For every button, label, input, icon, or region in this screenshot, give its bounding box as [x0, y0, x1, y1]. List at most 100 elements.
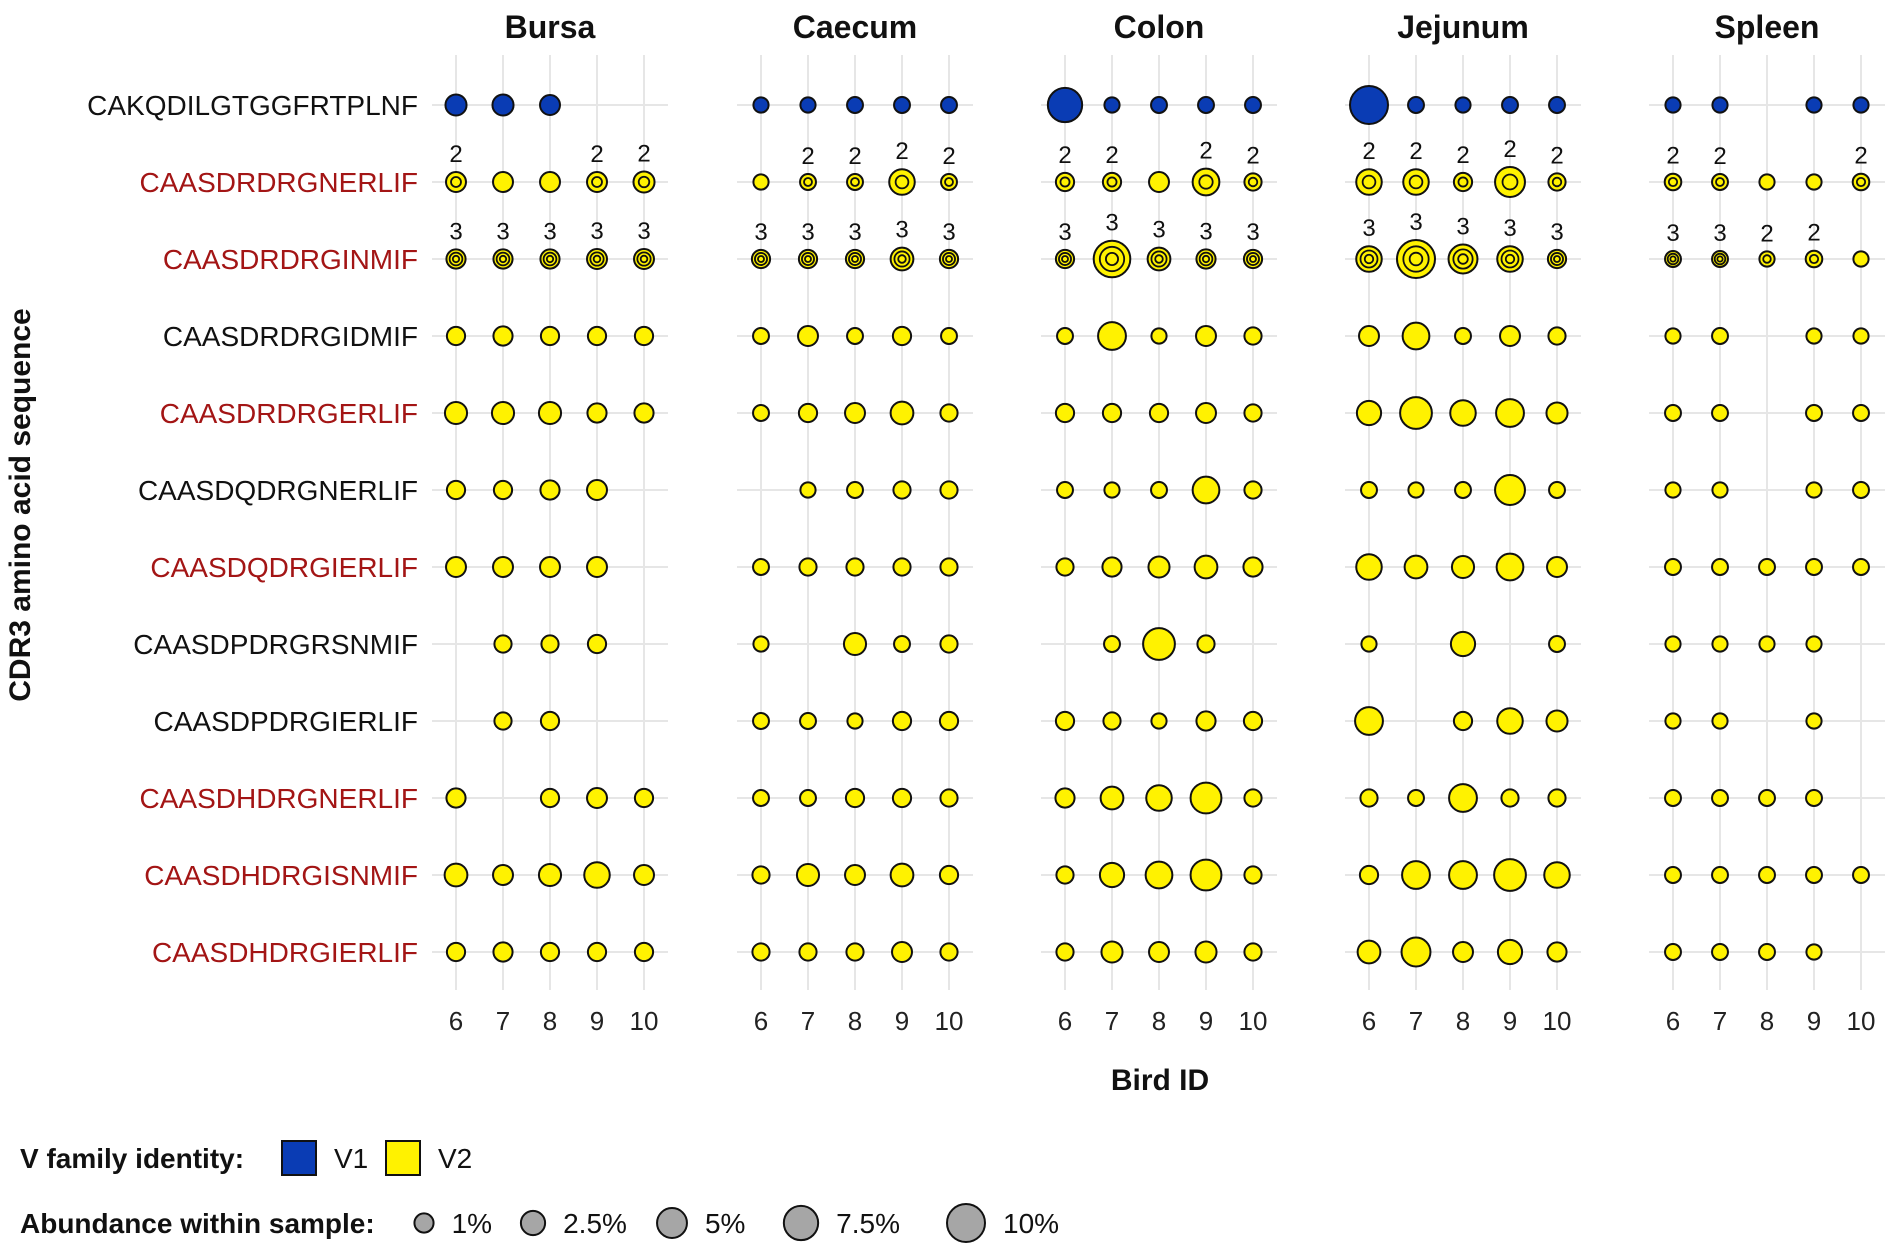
data-point-ring: [1550, 252, 1564, 266]
data-point: [1054, 787, 1076, 809]
data-point: [1711, 789, 1729, 807]
count-label: 2: [1807, 220, 1820, 247]
data-point: [633, 402, 655, 424]
data-point: [1401, 321, 1431, 351]
data-point: [1805, 635, 1823, 653]
data-point-ring: [893, 250, 911, 268]
data-point: [1055, 557, 1075, 577]
x-axis-title: Bird ID: [1111, 1064, 1209, 1097]
data-point: [537, 862, 563, 888]
data-point: [1449, 630, 1477, 658]
data-point: [1360, 481, 1378, 499]
count-label: 3: [1713, 220, 1726, 247]
data-point: [586, 787, 608, 809]
data-point: [1758, 558, 1776, 576]
data-point-ring: [1501, 173, 1519, 191]
data-point: [799, 96, 817, 114]
count-label: 2: [1058, 142, 1071, 169]
data-point-ring: [591, 176, 603, 188]
data-point-ring: [451, 254, 461, 264]
data-point-ring: [1551, 176, 1563, 188]
data-point: [1407, 481, 1425, 499]
data-point: [1243, 788, 1263, 808]
count-label: 3: [1456, 214, 1469, 241]
data-point: [893, 635, 911, 653]
data-point: [1805, 404, 1823, 422]
count-label: 3: [1550, 219, 1563, 246]
data-point: [1243, 172, 1263, 192]
data-point: [539, 556, 561, 578]
data-point: [1452, 941, 1474, 963]
data-point: [1193, 554, 1219, 580]
count-label: 2: [1246, 142, 1259, 169]
data-point: [1055, 865, 1075, 885]
data-point: [1496, 938, 1524, 966]
data-point-ring: [1457, 176, 1469, 188]
grid-lines: [432, 55, 1885, 990]
legend-abundance-title: Abundance within sample:: [20, 1208, 375, 1239]
count-label: 3: [801, 219, 814, 246]
data-point: [844, 402, 866, 424]
data-point: [1805, 96, 1823, 114]
data-point: [1493, 858, 1527, 892]
data-point: [939, 403, 959, 423]
data-point: [1711, 481, 1729, 499]
data-point: [1099, 785, 1125, 811]
data-point-ring: [1201, 254, 1211, 264]
data-point: [891, 710, 913, 732]
data-point: [586, 325, 608, 347]
data-point-ring: [1669, 255, 1677, 263]
x-tick-label: 10: [1847, 1006, 1876, 1036]
data-point: [586, 402, 608, 424]
data-point: [1449, 399, 1477, 427]
x-tick-label: 6: [1058, 1006, 1072, 1036]
data-point: [1401, 860, 1431, 890]
data-point-ring: [1408, 251, 1424, 267]
data-point: [1243, 403, 1263, 423]
data-point: [1144, 860, 1174, 890]
data-point: [586, 556, 608, 578]
legend-size-circle: [782, 1204, 820, 1242]
data-point: [1356, 939, 1382, 965]
data-point: [1098, 861, 1126, 889]
data-point: [1450, 554, 1476, 580]
data-point: [1399, 396, 1433, 430]
data-point: [1056, 481, 1074, 499]
data-point: [799, 173, 817, 191]
data-point-ring: [757, 255, 765, 263]
data-point-ring: [495, 251, 511, 267]
count-label: 3: [1362, 215, 1375, 242]
data-point-ring: [1855, 176, 1867, 188]
data-point-ring: [448, 251, 464, 267]
data-point: [1758, 866, 1776, 884]
data-point: [1243, 326, 1263, 346]
count-label: 3: [1105, 210, 1118, 237]
legend-size-label: 10%: [1003, 1208, 1059, 1239]
data-point-ring: [1716, 255, 1724, 263]
data-point: [1711, 866, 1729, 884]
data-point: [1103, 96, 1121, 114]
data-point: [752, 712, 770, 730]
data-point: [1101, 556, 1123, 578]
data-point-ring: [545, 254, 555, 264]
data-point: [1547, 172, 1567, 192]
data-point: [798, 942, 818, 962]
legend-swatch-v2: [385, 1140, 421, 1176]
legend-size-circle: [413, 1212, 435, 1234]
data-point: [1054, 402, 1076, 424]
count-label: 2: [1456, 142, 1469, 169]
data-point: [1501, 96, 1519, 114]
data-point: [939, 480, 959, 500]
data-point: [1664, 789, 1682, 807]
data-point: [1142, 627, 1176, 661]
data-point: [490, 400, 516, 426]
data-point-ring: [942, 252, 956, 266]
data-point-ring: [450, 176, 462, 188]
data-point: [1545, 709, 1569, 733]
data-point: [889, 862, 915, 888]
data-point: [1805, 327, 1823, 345]
count-label: 3: [1503, 215, 1516, 242]
count-label: 3: [1409, 209, 1422, 236]
data-point-ring: [498, 254, 508, 264]
